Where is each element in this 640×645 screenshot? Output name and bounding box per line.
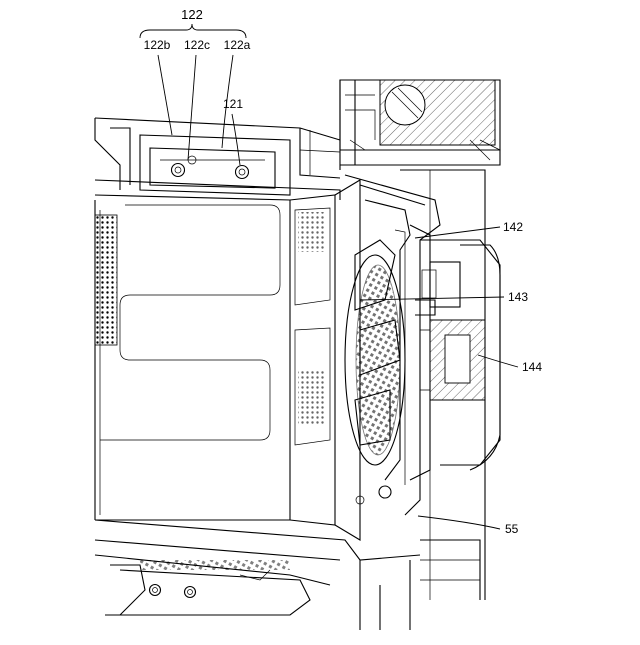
upper-right-housing (340, 80, 500, 170)
leader-122c (188, 55, 196, 160)
bottom-base (95, 520, 420, 630)
leader-142 (415, 227, 500, 238)
label-121: 121 (223, 97, 243, 111)
main-cabinet (95, 180, 360, 540)
label-122c: 122c (184, 38, 210, 52)
label-122b: 122b (144, 38, 171, 52)
fan-bracket-assembly (345, 175, 440, 515)
motor-block (415, 240, 500, 470)
label-55: 55 (505, 522, 519, 536)
label-142: 142 (503, 220, 523, 234)
brace-122 (140, 24, 246, 38)
label-144: 144 (522, 360, 542, 374)
leader-121 (232, 114, 240, 165)
label-143: 143 (508, 290, 528, 304)
label-122: 122 (181, 7, 203, 22)
label-122a: 122a (224, 38, 251, 52)
top-duct (95, 118, 340, 200)
leader-122b (158, 55, 172, 135)
